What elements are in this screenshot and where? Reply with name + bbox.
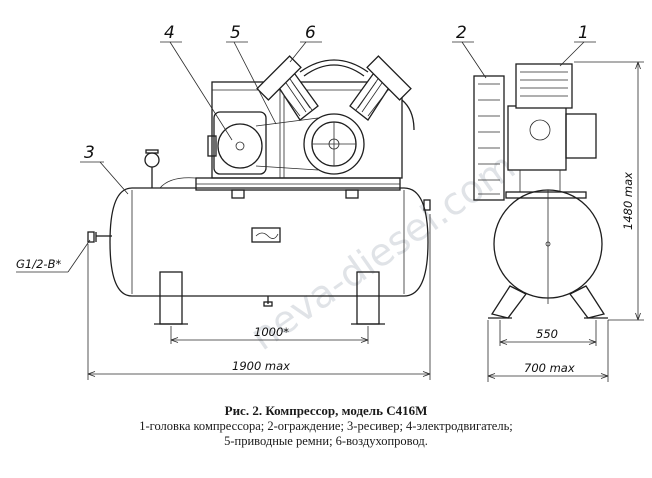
flywheel xyxy=(303,113,365,175)
callout-1: 1 xyxy=(578,23,589,43)
compressor-drawing: neva-diesel.com xyxy=(16,23,644,382)
dimension-lines xyxy=(87,61,644,382)
dim-mount-spacing: 1000* xyxy=(254,325,289,339)
caption-legend-line-2: 5-приводные ремни; 6-воздухопровод. xyxy=(224,434,428,448)
receiver-tank xyxy=(109,187,431,307)
end-motor xyxy=(507,105,567,171)
caption-title: Рис. 2. Компрессор, модель С416М xyxy=(224,403,428,418)
caption-legend-line-1: 1-головка компрессора; 2-ограждение; 3-р… xyxy=(139,419,513,433)
callout-2: 2 xyxy=(456,23,467,43)
end-saddle-legs xyxy=(490,285,527,319)
compressor-head xyxy=(256,55,412,121)
end-belt-guard xyxy=(473,75,505,201)
air-pipe xyxy=(159,59,415,189)
receiver-feet xyxy=(154,271,385,325)
callout-5: 5 xyxy=(230,23,241,43)
dim-height: 1480 max xyxy=(621,172,635,230)
side-view xyxy=(87,55,431,325)
callouts xyxy=(16,41,596,273)
electric-motor xyxy=(207,111,267,175)
dim-width: 700 max xyxy=(524,361,575,375)
end-view xyxy=(473,63,608,319)
callout-6: 6 xyxy=(305,23,316,43)
dim-length: 1900 max xyxy=(232,359,290,373)
inlet-port xyxy=(87,231,112,243)
pressure-gauge xyxy=(144,149,160,188)
dim-width-mount: 550 xyxy=(536,327,558,341)
drive-belt xyxy=(255,117,319,127)
end-compressor-head xyxy=(515,63,573,109)
callout-4: 4 xyxy=(164,23,175,43)
port-thread-label: G1/2-B* xyxy=(16,257,61,271)
callout-3: 3 xyxy=(84,143,95,163)
figure-caption: Рис. 2. Компрессор, модель С416М 1-голов… xyxy=(0,402,652,449)
